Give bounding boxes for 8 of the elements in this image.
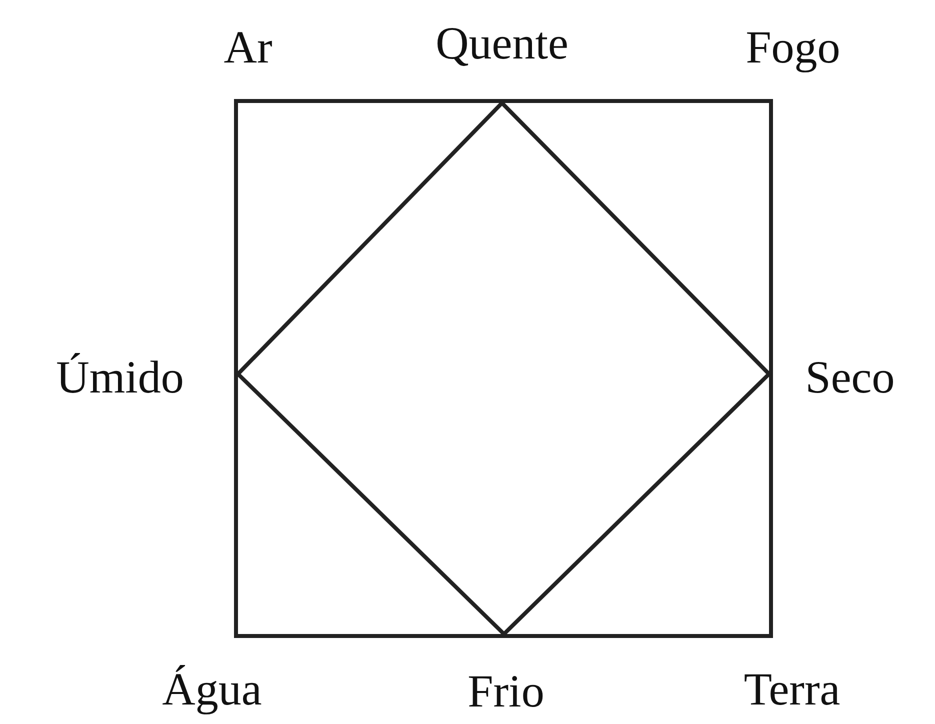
label-text: Frio xyxy=(468,666,544,718)
label-text: Ar xyxy=(224,22,272,74)
label-text: Úmido xyxy=(56,352,184,404)
label-text: Quente xyxy=(436,18,568,70)
label-text: Fogo xyxy=(746,22,840,74)
label-text: Terra xyxy=(744,664,840,716)
label-text: Seco xyxy=(805,352,895,404)
label-text: Água xyxy=(162,664,262,716)
